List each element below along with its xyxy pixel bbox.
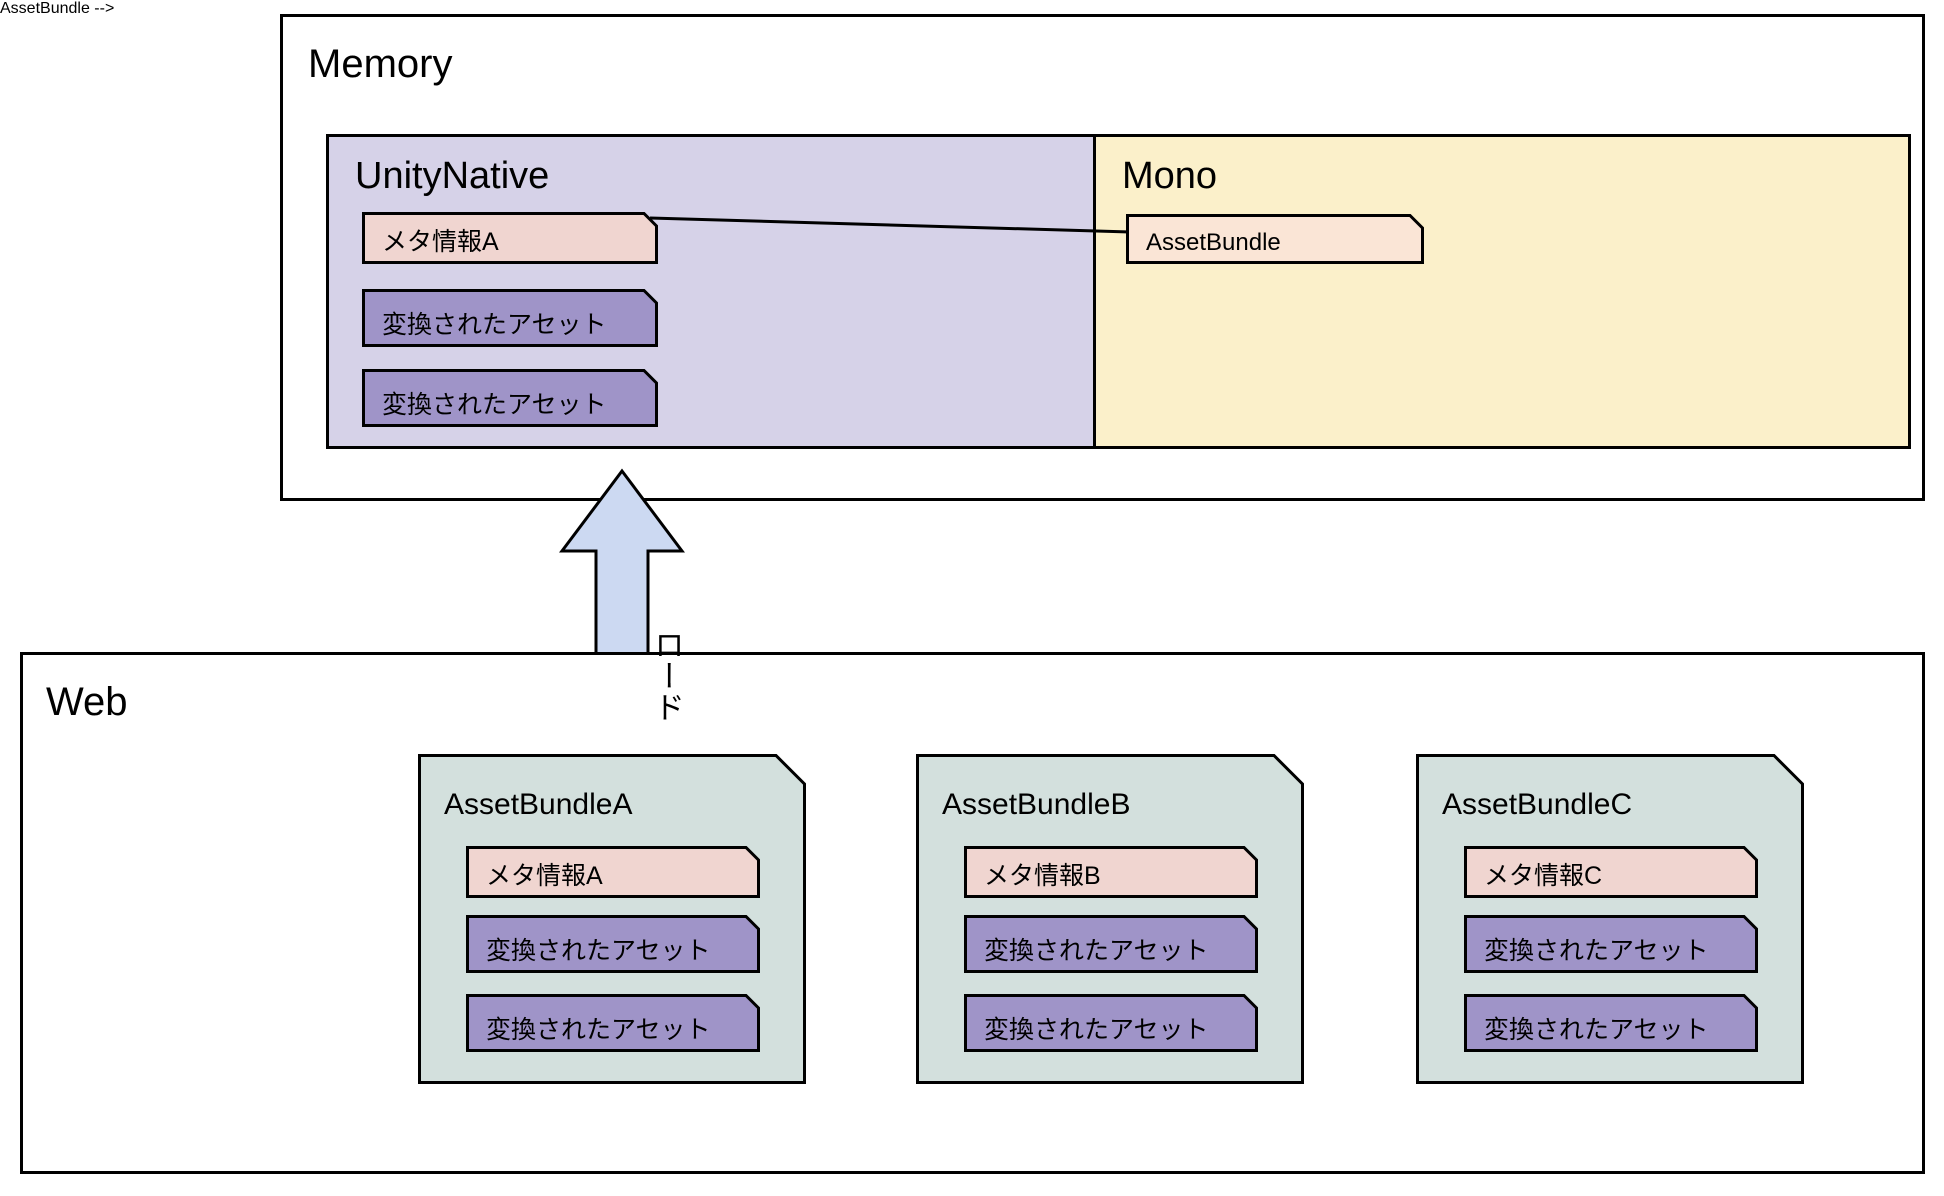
note-assetbundle-mono[interactable]: AssetBundle [1126, 214, 1424, 264]
note-label: メタ情報A [382, 227, 499, 256]
asset-bundle-card-b[interactable]: AssetBundleB メタ情報B 変換されたアセット 変換されたアセット [916, 754, 1304, 1084]
note-shape [964, 846, 1258, 898]
asset-bundle-card-a[interactable]: AssetBundleA メタ情報A 変換されたアセット 変換されたアセット [418, 754, 806, 1084]
note-label: 変換されたアセット [486, 936, 711, 965]
asset-bundle-title: AssetBundleB [942, 788, 1131, 821]
note-shape [362, 369, 658, 427]
note-label: 変換されたアセット [1484, 1015, 1709, 1044]
note-shape [1126, 214, 1424, 264]
note-shape [1464, 846, 1758, 898]
note-converted-asset-native-1[interactable]: 変換されたアセット [362, 289, 658, 347]
note-converted-asset-c-1[interactable]: 変換されたアセット [1464, 915, 1758, 973]
note-label: 変換されたアセット [984, 1015, 1209, 1044]
note-converted-asset-b-2[interactable]: 変換されたアセット [964, 994, 1258, 1052]
note-shape [964, 915, 1258, 973]
note-shape [362, 289, 658, 347]
asset-bundle-card-c[interactable]: AssetBundleC メタ情報C 変換されたアセット 変換されたアセット [1416, 754, 1804, 1084]
unity-native-title: UnityNative [355, 155, 550, 197]
note-shape [1464, 915, 1758, 973]
load-arrow-label: ロード [649, 628, 684, 722]
note-converted-asset-b-1[interactable]: 変換されたアセット [964, 915, 1258, 973]
asset-bundle-title: AssetBundleC [1442, 788, 1633, 821]
note-meta-b-web[interactable]: メタ情報B [964, 846, 1258, 898]
note-shape [1464, 994, 1758, 1052]
note-meta-c-web[interactable]: メタ情報C [1464, 846, 1758, 898]
note-shape [466, 994, 760, 1052]
memory-title: Memory [308, 42, 453, 86]
note-shape [362, 212, 658, 264]
load-arrow-label-wrap: ロード [558, 538, 686, 722]
web-title: Web [46, 680, 128, 724]
note-converted-asset-c-2[interactable]: 変換されたアセット [1464, 994, 1758, 1052]
note-shape [466, 915, 760, 973]
note-meta-a-native[interactable]: メタ情報A [362, 212, 658, 264]
note-meta-a-web[interactable]: メタ情報A [466, 846, 760, 898]
note-label: メタ情報C [1484, 861, 1603, 890]
note-converted-asset-native-2[interactable]: 変換されたアセット [362, 369, 658, 427]
note-label: 変換されたアセット [382, 390, 607, 419]
note-label: メタ情報B [984, 861, 1101, 890]
note-shape [466, 846, 760, 898]
mono-region: Mono [1093, 134, 1911, 449]
note-shape [964, 994, 1258, 1052]
note-label: AssetBundle [1146, 228, 1281, 256]
load-arrow: ロード [558, 466, 686, 722]
note-label: 変換されたアセット [984, 936, 1209, 965]
note-converted-asset-a-2[interactable]: 変換されたアセット [466, 994, 760, 1052]
note-label: メタ情報A [486, 861, 603, 890]
note-label: 変換されたアセット [1484, 936, 1709, 965]
note-label: 変換されたアセット [382, 310, 607, 339]
mono-title: Mono [1122, 155, 1218, 197]
note-converted-asset-a-1[interactable]: 変換されたアセット [466, 915, 760, 973]
note-label: 変換されたアセット [486, 1015, 711, 1044]
asset-bundle-title: AssetBundleA [444, 788, 633, 821]
